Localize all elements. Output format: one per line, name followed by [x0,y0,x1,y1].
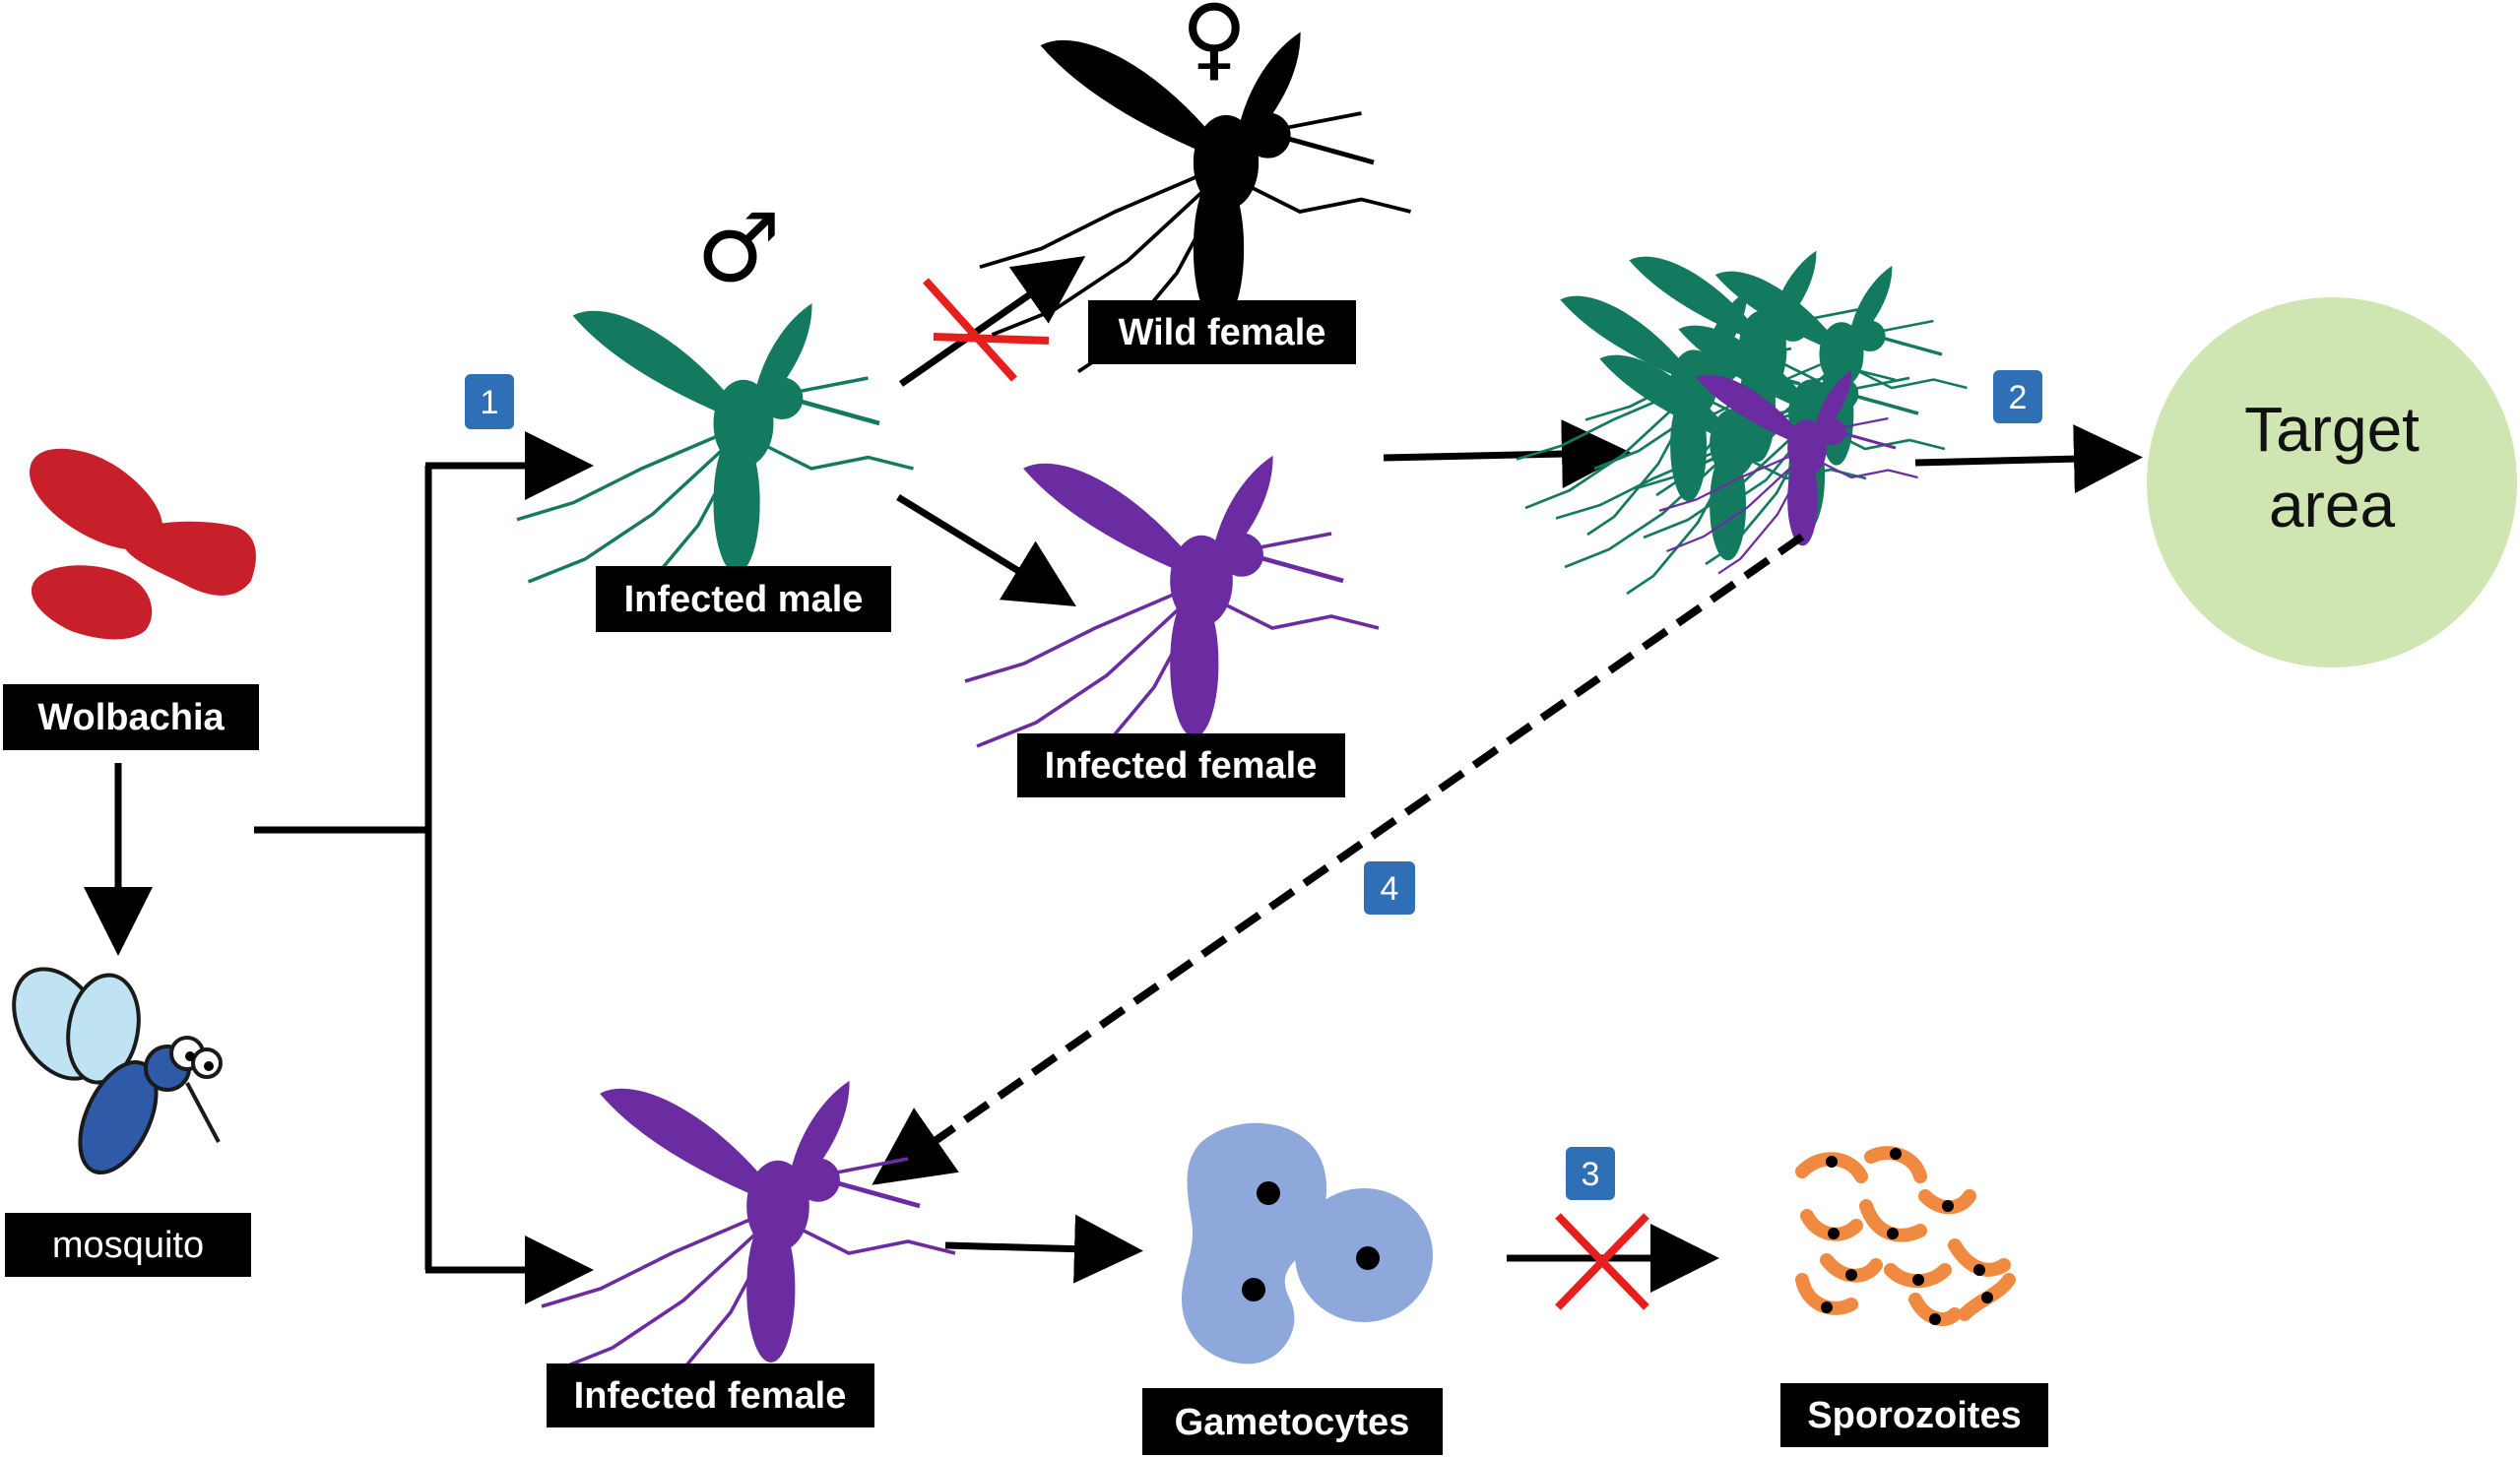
female-symbol: ♀ [1181,0,1247,91]
wolbachia-label-box [3,684,259,750]
infected-female-top-label: Infected female [1045,745,1318,787]
gametocytes-label-box [1142,1388,1443,1455]
infected-male-label-box [596,566,891,632]
infected-female-top-label-box [1017,733,1345,797]
mosquito-label: mosquito [52,1225,204,1266]
male-symbol: ♂ [696,193,781,303]
step-4-label: 4 [1381,870,1399,908]
wolbachia-cell-1 [30,448,162,550]
target-area-circle [2147,297,2517,667]
sporozoites-cluster [1795,1146,2016,1326]
male-to-wild-female-arrow [899,256,1086,387]
step-badge-4 [1364,861,1415,915]
infected-female-bottom-label: Infected female [574,1375,847,1417]
cartoon-mosquito [12,967,223,1175]
blocked-cross-wild-female [923,278,1050,382]
wild-female-label: Wild female [1119,312,1326,353]
mosquito-swarm [1515,249,1970,596]
to-swarm-arrow [1383,419,1631,489]
sporozoite-nuclei [1821,1148,1993,1325]
step-2-label: 2 [2009,379,2028,416]
wolbachia-cell-3 [31,565,153,640]
sporozoites-label: Sporozoites [1807,1395,2021,1436]
wild-female-label-box [1088,300,1356,364]
step-1-label: 1 [481,384,499,421]
infected-female-bottom-label-box [547,1363,874,1427]
wolbachia-cells [30,448,256,640]
step-badge-3 [1566,1147,1615,1200]
swarm-to-target-arrow [1914,424,2143,494]
infected-female-bottom-mosquito [542,1082,955,1407]
female-to-gametocytes-arrow [944,1214,1143,1284]
step-badge-1 [465,374,514,429]
male-to-infected-female-arrow [896,494,1076,606]
step-3-label: 3 [1582,1156,1600,1193]
target-area-line2: area [2269,470,2396,540]
infected-male-label: Infected male [624,579,864,620]
wolbachia-label: Wolbachia [37,697,225,738]
wolbachia-cell-2 [122,521,256,596]
swarm-to-infected-female-dashed-arrow [872,533,1805,1185]
target-area-line1: Target [2244,394,2420,465]
mosquito-label-box [5,1213,251,1277]
infected-female-top-mosquito [965,457,1379,782]
gametocytes-cells [1182,1122,1433,1364]
step-badge-2 [1993,370,2042,423]
gametocytes-label: Gametocytes [1175,1402,1410,1443]
sporozoites-label-box [1780,1383,2048,1447]
blocked-cross-sporozoites [1555,1213,1649,1310]
